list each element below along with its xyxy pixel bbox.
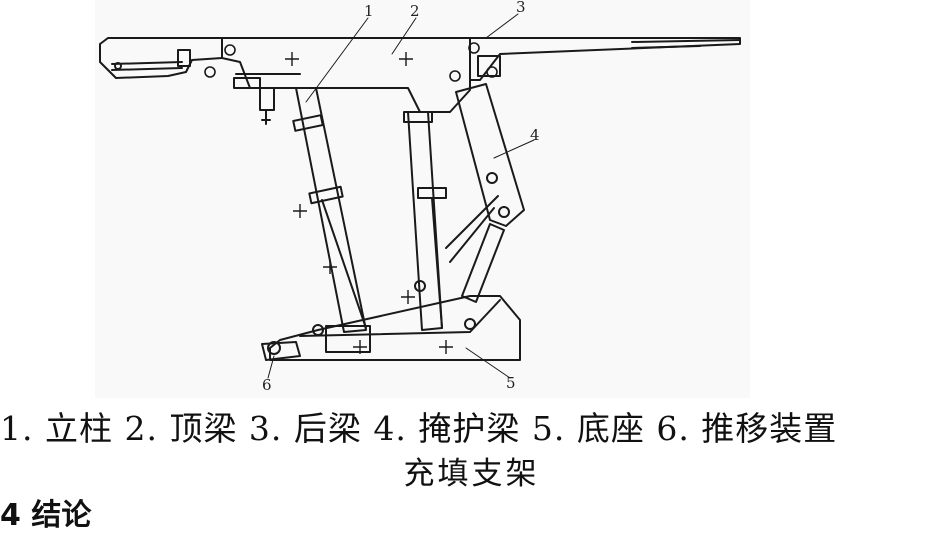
push-device [261,341,301,361]
leg-prop-rear [403,111,447,331]
top-beam [221,37,471,125]
leg-prop-front [292,87,367,333]
plus-marks [285,52,453,354]
part-label-4: 4 [530,126,540,144]
figure-title: 充填支架 [403,456,540,492]
part-label-1: 1 [364,2,374,20]
rear-beam [469,37,741,81]
section-heading-cutoff: 4 结论 [0,498,92,533]
part-label-2: 2 [410,2,420,20]
part-label-6: 6 [262,376,272,394]
part-label-5: 5 [506,374,516,392]
linkage-bars [445,195,505,303]
base [269,280,521,361]
part-label-3: 3 [516,0,526,16]
front-canopy-extension [99,37,223,79]
shield-beam [455,83,525,227]
hydraulic-support-diagram: 1 2 3 4 5 6 [99,0,741,394]
leader-lines [267,13,535,379]
figure-legend: 1. 立柱 2. 顶梁 3. 后梁 4. 掩护梁 5. 底座 6. 推移装置 [0,409,838,448]
canopy-pins [204,42,498,82]
